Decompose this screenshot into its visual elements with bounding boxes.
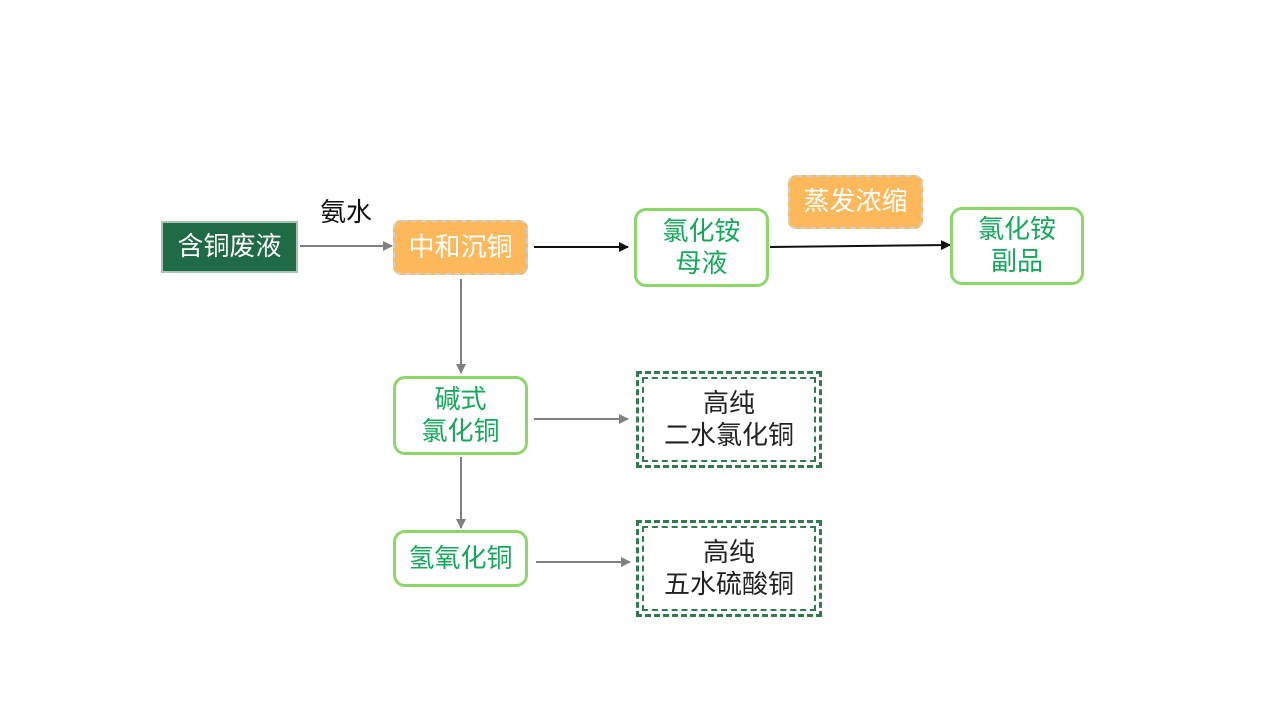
evaporation-label: 蒸发浓缩 xyxy=(803,187,908,217)
product-sulfate-line2: 五水硫酸铜 xyxy=(663,569,794,600)
product-sulfate-line1: 高纯 xyxy=(702,537,755,568)
neutralization-label: 中和沉铜 xyxy=(408,232,513,263)
waste-liquid-node: 含铜废液 xyxy=(161,221,298,273)
arrow-mother-to-byproduct xyxy=(769,240,951,251)
ammonia-label: 氨水 xyxy=(320,198,373,228)
mother-liquor-node: 氯化铵 母液 xyxy=(634,208,769,287)
product-chloride-node: 高纯 二水氯化铜 xyxy=(636,371,822,468)
basic-chloride-line2: 氯化铜 xyxy=(421,416,500,447)
product-chloride-line2: 二水氯化铜 xyxy=(663,420,794,451)
byproduct-line2: 副品 xyxy=(990,247,1043,277)
byproduct-line1: 氯化铵 xyxy=(977,215,1056,245)
hydroxide-label: 氢氧化铜 xyxy=(408,543,513,574)
neutralization-node: 中和沉铜 xyxy=(393,220,528,275)
basic-chloride-node: 碱式 氯化铜 xyxy=(393,376,528,455)
waste-liquid-label: 含铜废液 xyxy=(177,232,282,262)
mother-liquor-line2: 母液 xyxy=(675,248,728,279)
product-sulfate-node: 高纯 五水硫酸铜 xyxy=(636,520,822,617)
byproduct-node: 氯化铵 副品 xyxy=(950,207,1084,285)
evaporation-node: 蒸发浓缩 xyxy=(788,175,923,229)
product-chloride-line1: 高纯 xyxy=(702,388,755,419)
mother-liquor-line1: 氯化铵 xyxy=(662,216,741,247)
basic-chloride-line1: 碱式 xyxy=(434,384,487,415)
hydroxide-node: 氢氧化铜 xyxy=(393,530,528,587)
